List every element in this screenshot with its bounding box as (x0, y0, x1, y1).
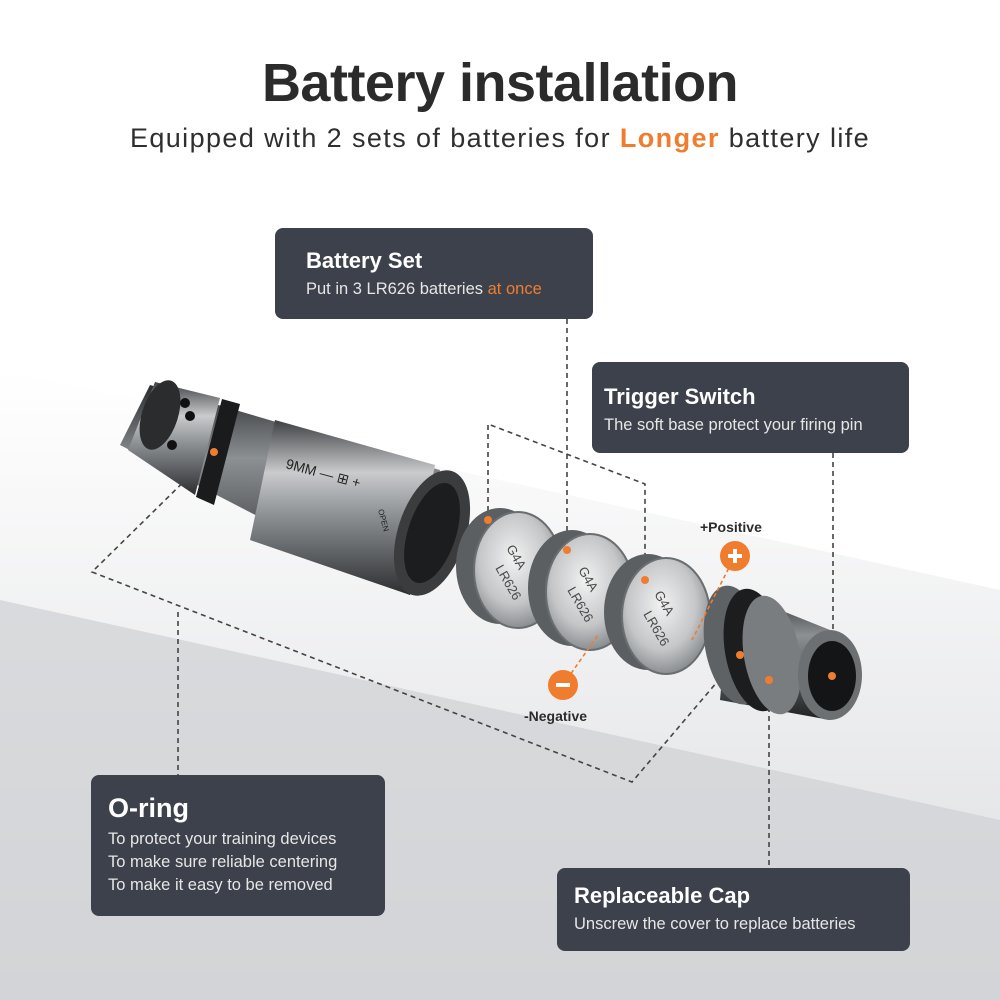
negative-icon (548, 670, 578, 700)
dot-battery-3 (641, 576, 649, 584)
callout-dots (210, 448, 773, 684)
o-ring-line: To make sure reliable centering (108, 853, 338, 871)
battery-set-text: Put in 3 LR626 batteries (306, 280, 488, 298)
positive-leader (691, 555, 736, 641)
subtitle-accent: Longer (619, 123, 720, 153)
callout-o-ring-text: To protect your training devices To make… (108, 828, 385, 897)
callout-trigger-switch-title: Trigger Switch (604, 384, 756, 409)
battery-set-accent: at once (487, 280, 542, 298)
dot-battery-2 (563, 546, 571, 554)
callout-trigger-switch: Trigger Switch The soft base protect you… (592, 362, 909, 453)
callout-replaceable-cap-title: Replaceable Cap (574, 883, 751, 908)
o-ring-line: To protect your training devices (108, 830, 337, 848)
laser-body (120, 380, 471, 596)
callout-battery-set-text: Put in 3 LR626 batteries at once (306, 278, 593, 301)
negative-label: -Negative (524, 708, 588, 724)
callout-o-ring: O-ring To protect your training devices … (91, 775, 385, 916)
leader-oring (90, 451, 741, 783)
callout-replaceable-cap-text: Unscrew the cover to replace batteries (574, 915, 856, 933)
battery-3 (604, 554, 711, 675)
callout-trigger-switch-text: The soft base protect your firing pin (604, 416, 863, 434)
positive-label: +Positive (700, 519, 762, 535)
o-ring-line: To make it easy to be removed (108, 876, 333, 894)
subtitle-text-end: battery life (719, 123, 871, 153)
callout-battery-set-title: Battery Set (306, 248, 423, 273)
callout-o-ring-title: O-ring (108, 793, 189, 823)
callout-battery-set: Battery Set Put in 3 LR626 batteries at … (275, 228, 593, 319)
page-subtitle: Equipped with 2 sets of batteries for Lo… (0, 123, 1000, 154)
dot-cap-ring (736, 651, 744, 659)
replaceable-cap (703, 585, 862, 720)
dot-battery-1 (484, 516, 492, 524)
page-title: Battery installation (261, 53, 739, 113)
dot-oring (210, 448, 218, 456)
dot-cap (765, 676, 773, 684)
positive-icon (720, 541, 750, 571)
callout-replaceable-cap: Replaceable Cap Unscrew the cover to rep… (557, 868, 910, 951)
subtitle-text-start: Equipped with 2 sets of batteries for (129, 123, 620, 153)
